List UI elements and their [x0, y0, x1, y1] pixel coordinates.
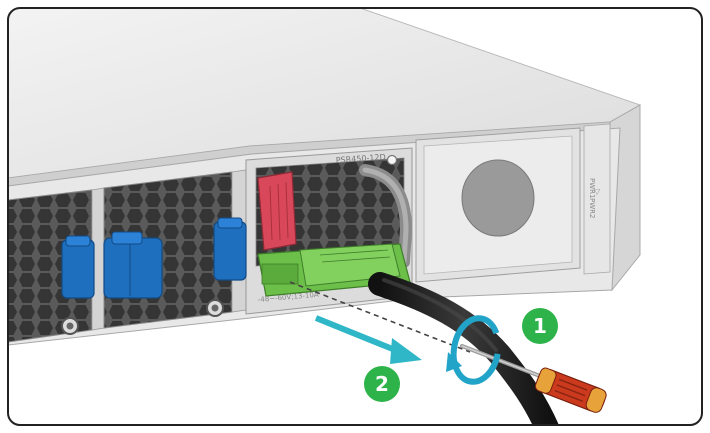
module-model-label: PSR450-12D	[336, 153, 386, 165]
pwr1-label: PWR1	[588, 178, 596, 198]
pwr2-label: PWR2	[588, 198, 596, 218]
pull-arrow-icon	[314, 315, 422, 364]
rotate-arrow-icon	[446, 315, 502, 385]
blank-slot-vent	[461, 159, 535, 237]
blue-latch-middle	[103, 231, 163, 299]
thumbscrew-center	[66, 322, 74, 330]
dc-power-cable-shine	[382, 278, 498, 352]
blue-latch-right	[213, 217, 247, 281]
module-screw-hole	[386, 154, 398, 166]
step-badge-1: 1	[522, 308, 558, 344]
screwdriver	[460, 344, 607, 413]
step-badge-2: 2	[364, 366, 400, 402]
power-module-handle	[257, 171, 297, 251]
blue-latch-left	[61, 235, 95, 299]
frame-border	[7, 7, 703, 426]
thumbscrew-center	[211, 304, 219, 312]
step-number: 2	[375, 372, 389, 396]
step-number: 1	[533, 314, 547, 338]
power-indicator-panel	[583, 123, 611, 275]
pwr-indicator-arrow: ▽	[594, 187, 601, 196]
internal-cable-highlight	[362, 167, 409, 265]
